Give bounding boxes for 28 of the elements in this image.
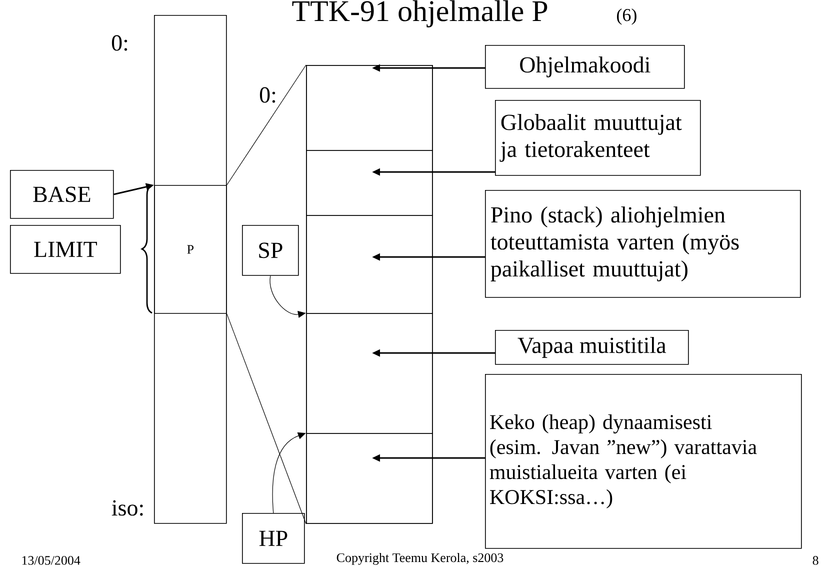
slide-title: TTK-91 ohjelmalle P <box>292 0 548 28</box>
address-label: iso: <box>112 500 143 516</box>
date-text: 13/05/2004 <box>20 555 82 566</box>
description-box: Vapaa muistitila <box>495 330 689 365</box>
memory-column <box>154 15 227 524</box>
memory-area <box>306 433 433 524</box>
register-box: LIMIT <box>10 225 121 274</box>
arrow <box>270 276 306 318</box>
register-box: BASE <box>10 170 114 219</box>
description-box: Ohjelmakoodi <box>485 45 685 89</box>
connector-line <box>226 64 306 186</box>
description-box: Globaalit muuttujat ja tietorakenteet <box>495 100 701 176</box>
address-label: 0: <box>260 87 276 103</box>
process-memory-column <box>306 65 433 524</box>
page-number: 8 <box>811 555 820 566</box>
pointer-box: HP <box>242 513 305 564</box>
memory-area <box>306 65 433 151</box>
arrow <box>272 432 306 514</box>
address-label: 0: <box>112 35 128 51</box>
pointer-box: SP <box>242 225 299 276</box>
memory-area <box>306 215 433 314</box>
memory-area <box>306 313 433 434</box>
description-box: Pino (stack) aliohjelmien toteuttamista varten (myös paikalliset muuttujat) <box>485 190 801 298</box>
copyright-text: Copyright Teemu Kerola, s2003 <box>335 552 505 566</box>
description-box: Keko (heap) dynaamisesti (esim. Javan ”new”) varattavia muistialueita varten (ei KOKSI:ssa…) <box>485 374 802 549</box>
process-segment: P <box>154 185 227 314</box>
memory-area <box>306 150 433 216</box>
title-note: (6) <box>615 7 638 26</box>
